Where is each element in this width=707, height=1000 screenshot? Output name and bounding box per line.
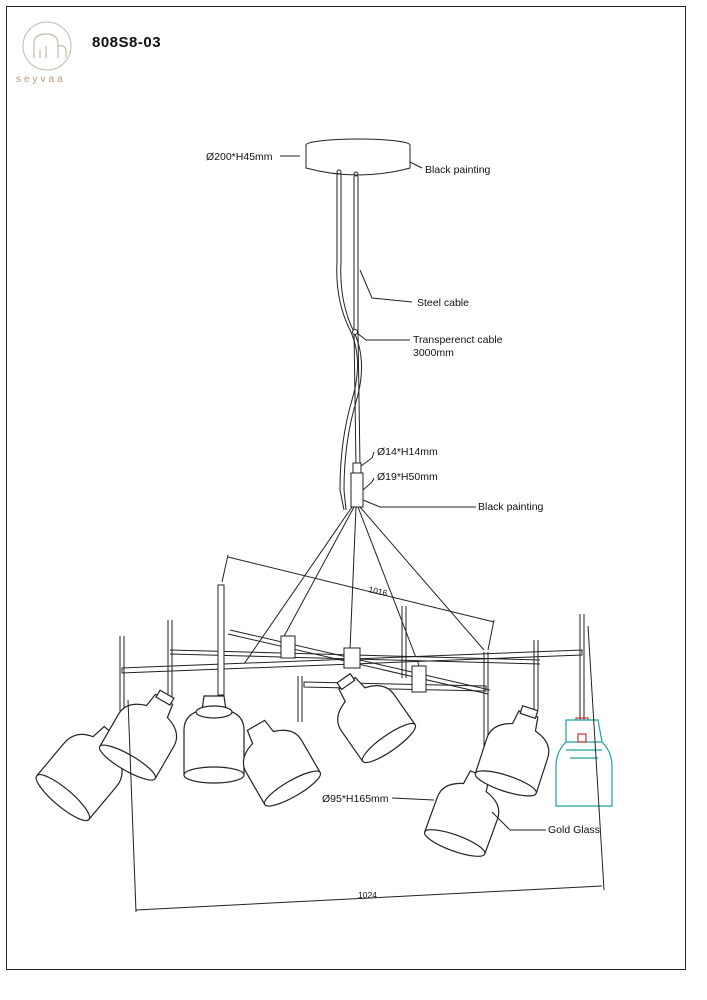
leader-line <box>491 811 546 831</box>
dimension-1016 <box>221 554 495 651</box>
transparent-cable-label: Transperenct cable <box>413 334 503 346</box>
width-1016-label: 1016 <box>368 584 389 598</box>
suspension-cables <box>336 174 363 511</box>
steel-cable-label: Steel cable <box>417 297 469 309</box>
connector-finish-label: Black painting <box>478 501 544 513</box>
leader-line <box>362 499 476 508</box>
canopy-dimension-label: Ø200*H45mm <box>206 151 273 163</box>
joints <box>280 635 427 693</box>
leader-line <box>391 797 435 801</box>
highlighted-shade <box>555 717 613 807</box>
cable-length-label: 3000mm <box>413 347 454 359</box>
dimension-1024 <box>127 625 605 913</box>
leader-line <box>360 451 375 467</box>
shade-dimension-label: Ø95*H165mm <box>322 793 389 805</box>
canopy <box>305 138 411 177</box>
leader-line <box>356 332 410 341</box>
leader-line <box>359 269 413 303</box>
shade-material-label: Gold Glass <box>548 824 600 836</box>
leader-line <box>409 161 423 169</box>
small-part-dimension-label: Ø14*H14mm <box>377 446 438 458</box>
canopy-finish-label: Black painting <box>425 164 491 176</box>
model-number: 808S8-03 <box>92 34 162 51</box>
drawing-frame <box>6 6 686 970</box>
brand-name: seyvaa <box>16 74 66 85</box>
leader-line <box>362 477 375 491</box>
support-rods <box>243 506 485 669</box>
width-1024-label: 1024 <box>358 890 377 900</box>
connector <box>350 462 364 508</box>
connector-dimension-label: Ø19*H50mm <box>377 471 438 483</box>
elephant-logo-icon <box>22 21 72 71</box>
glass-shades <box>35 672 550 857</box>
